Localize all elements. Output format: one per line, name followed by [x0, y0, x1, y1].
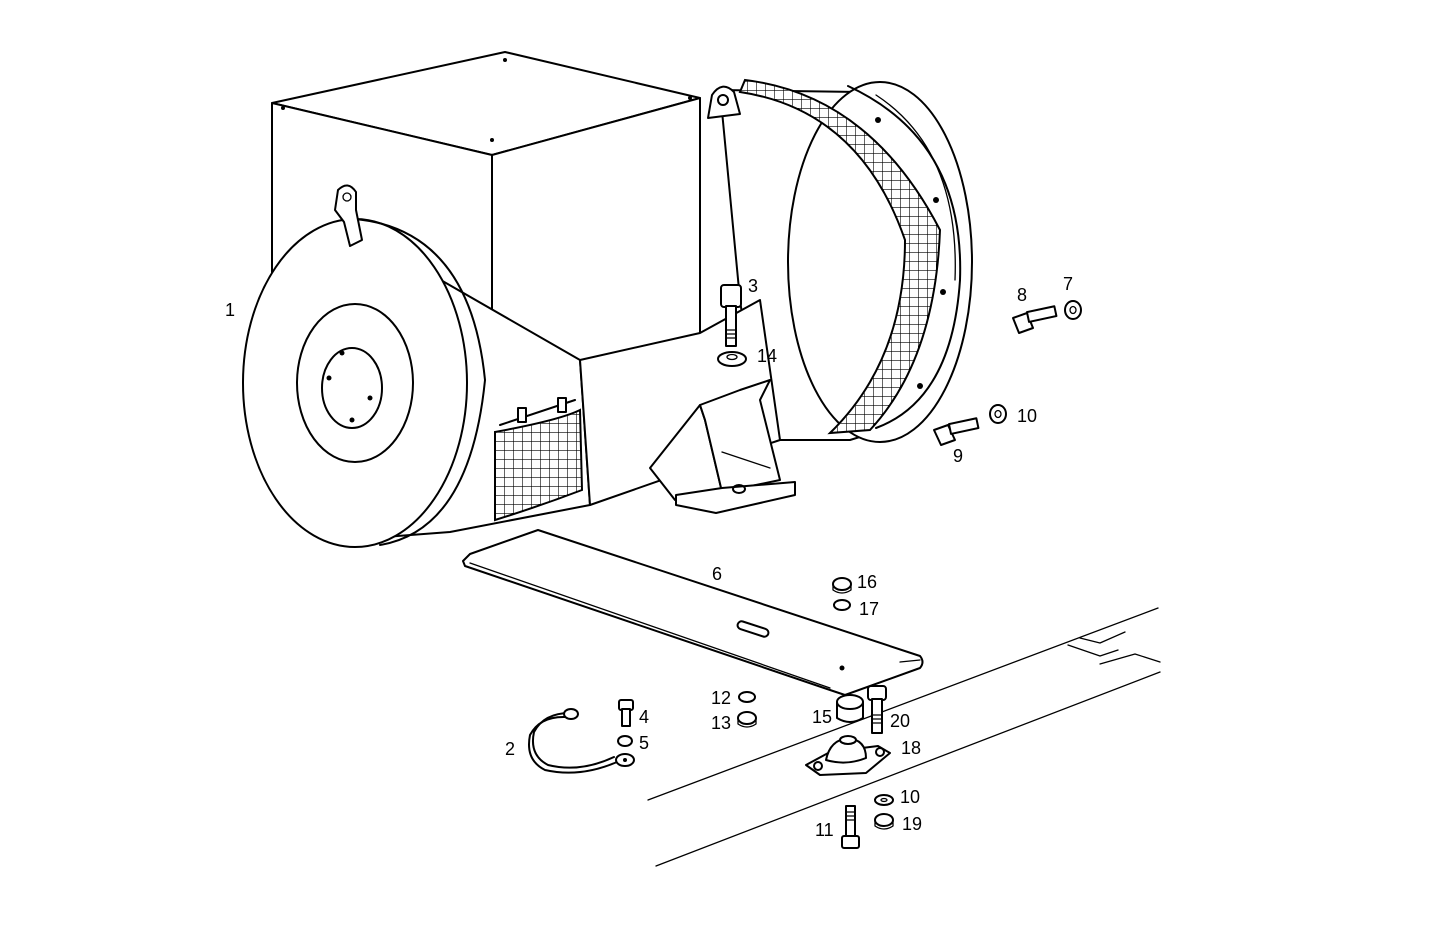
- bolt-item-9: [933, 417, 980, 446]
- label-part-2: 2: [505, 739, 515, 759]
- label-part-11: 11: [815, 820, 834, 840]
- lifting-lug-rear: [707, 85, 741, 119]
- alternator-rear-housing: [719, 78, 973, 443]
- rubber-cap-item-15: [836, 694, 864, 723]
- washer-item-5: [617, 735, 633, 747]
- part-labels: 1 2 3 4 5 6 7 8 9 10 10 11 12 13 14 15 1…: [225, 274, 1073, 840]
- earth-cable-item-2: [528, 708, 635, 774]
- nut-item-16: [832, 577, 852, 594]
- lifting-lug-front: [334, 184, 363, 247]
- washer-item-10-upper: [989, 404, 1007, 424]
- label-part-16: 16: [857, 572, 877, 592]
- chassis-outline: [647, 607, 1161, 867]
- label-part-10-lower: 10: [900, 787, 920, 807]
- label-part-18: 18: [901, 738, 921, 758]
- label-part-12: 12: [711, 688, 731, 708]
- alternator-assembly: [242, 51, 973, 548]
- base-rail: [462, 529, 924, 696]
- label-part-1: 1: [225, 300, 235, 320]
- washer-item-12: [738, 691, 756, 703]
- washer-item-14: [717, 351, 747, 367]
- label-part-20: 20: [890, 711, 910, 731]
- bolt-item-3: [720, 284, 742, 347]
- bolt-item-8: [1012, 305, 1058, 334]
- vibration-mount-item-18: [805, 735, 891, 776]
- label-part-7: 7: [1063, 274, 1073, 294]
- label-part-5: 5: [639, 733, 649, 753]
- nut-item-19: [874, 813, 894, 830]
- label-part-3: 3: [748, 276, 758, 296]
- bolt-item-20: [867, 685, 887, 734]
- nut-item-13: [737, 711, 757, 728]
- label-part-15: 15: [812, 707, 832, 727]
- label-part-13: 13: [711, 713, 731, 733]
- washer-item-10-lower: [874, 794, 894, 806]
- label-part-14: 14: [757, 346, 777, 366]
- washer-item-17: [833, 599, 851, 611]
- front-end-shield: [242, 218, 486, 548]
- label-part-19: 19: [902, 814, 922, 834]
- mounting-foot: [649, 379, 796, 514]
- label-part-8: 8: [1017, 285, 1027, 305]
- bolt-item-4: [618, 699, 634, 727]
- bolt-item-11: [841, 805, 860, 849]
- label-part-9: 9: [953, 446, 963, 466]
- washer-item-7: [1064, 300, 1082, 320]
- label-part-4: 4: [639, 707, 649, 727]
- label-part-10-upper: 10: [1017, 406, 1037, 426]
- label-part-17: 17: [859, 599, 879, 619]
- label-part-6: 6: [712, 564, 722, 584]
